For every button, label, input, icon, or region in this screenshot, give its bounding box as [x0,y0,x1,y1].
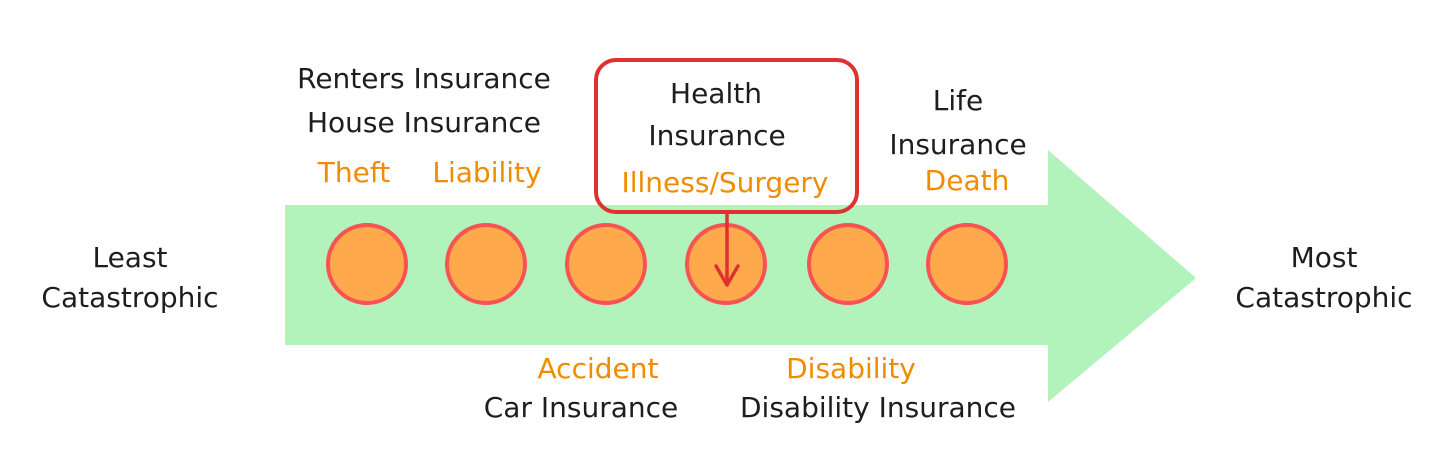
disability-insurance-label: Disability Insurance [740,391,1016,424]
catastrophic-left-label: Catastrophic [41,281,218,314]
risk-circles [326,223,1008,305]
circle-liability [445,223,527,305]
circle-death [926,223,1008,305]
accident-label: Accident [538,352,659,385]
illness-surgery-label: Illness/Surgery [621,166,828,199]
health-label: Health [670,77,762,110]
life-insurance-label: Insurance [889,128,1026,161]
disability-label: Disability [786,352,916,385]
least-label: Least [92,241,167,274]
catastrophic-right-label: Catastrophic [1235,281,1412,314]
most-label: Most [1291,241,1358,274]
circle-theft [326,223,408,305]
circle-accident [565,223,647,305]
house-insurance-label: House Insurance [307,106,541,139]
renters-insurance-label: Renters Insurance [297,62,551,95]
circle-disability [807,223,889,305]
car-insurance-label: Car Insurance [484,391,679,424]
liability-label: Liability [432,156,541,189]
life-label: Life [933,84,983,117]
health-insurance-label: Insurance [648,119,785,152]
highlight-pointer-arrow [714,210,740,287]
death-label: Death [925,164,1010,197]
theft-label: Theft [317,156,390,189]
